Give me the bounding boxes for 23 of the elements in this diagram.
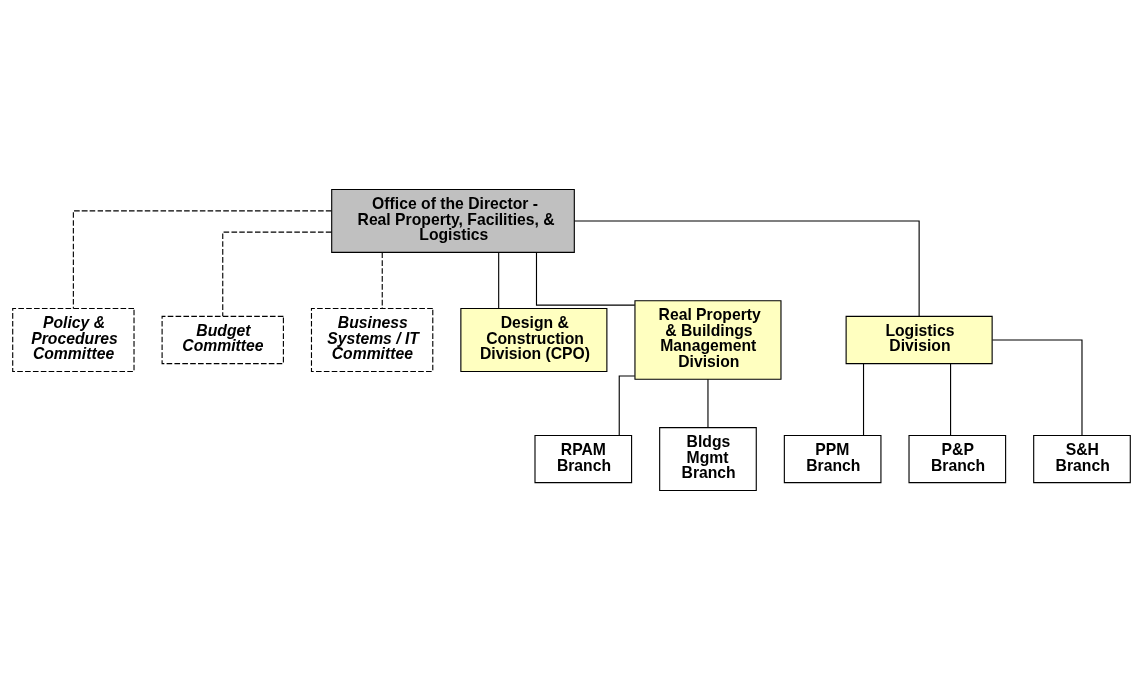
connector bbox=[950, 363, 952, 436]
connector bbox=[574, 220, 920, 317]
node-box: P&P Branch bbox=[908, 434, 1007, 484]
node-box: Office of the Director - Real Property, Facilities, & Logistics bbox=[331, 188, 575, 253]
node-box: Policy & Procedures Committee bbox=[12, 308, 135, 372]
connector bbox=[862, 363, 865, 436]
node-box: RPAM Branch bbox=[534, 434, 633, 484]
node-box: Design & Construction Division (CPO) bbox=[460, 308, 608, 372]
connector bbox=[381, 252, 383, 309]
connector bbox=[72, 210, 332, 309]
node-box: Bldgs Mgmt Branch bbox=[659, 427, 757, 492]
connector bbox=[498, 252, 500, 309]
node-box: Real Property & Buildings Management Division bbox=[634, 300, 782, 380]
connector bbox=[618, 375, 636, 436]
connector bbox=[707, 378, 709, 428]
node-box: Budget Committee bbox=[161, 315, 284, 365]
connector bbox=[991, 339, 1083, 436]
connector bbox=[535, 252, 636, 306]
node-box: PPM Branch bbox=[783, 434, 882, 484]
node-box: Logistics Division bbox=[845, 315, 993, 365]
node-box: S&H Branch bbox=[1033, 434, 1131, 484]
node-box: Business Systems / IT Committee bbox=[310, 308, 434, 372]
connector bbox=[222, 231, 333, 317]
